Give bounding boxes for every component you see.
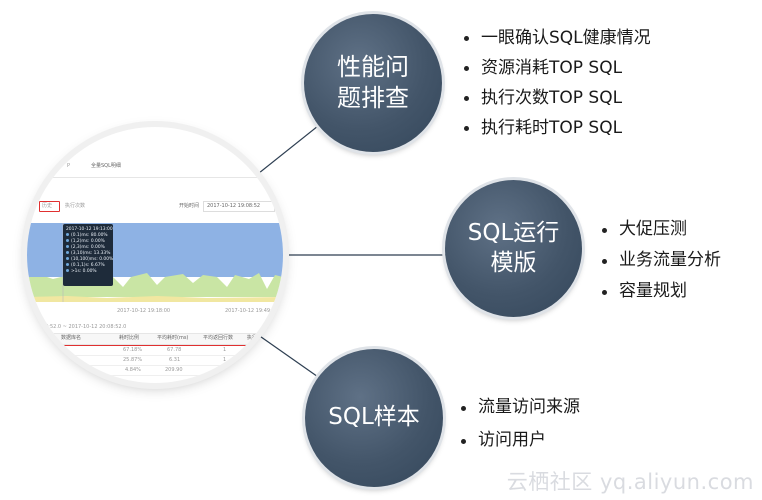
series-dot-icon <box>66 269 69 272</box>
screenshot-tab-label: 全量SQL明细 <box>91 163 121 169</box>
table-row: 67.18% 67.78 1 <box>27 346 283 356</box>
series-dot-icon <box>66 263 69 266</box>
series-dot-icon <box>66 239 69 242</box>
screenshot-x-tick: 2017-10-12 19:18:00 <box>117 308 171 314</box>
tooltip-line: (0.1)ms: 80.00% <box>66 233 110 239</box>
list-item: 访问用户 <box>459 424 580 457</box>
topic-title: SQL运行 模版 <box>468 219 560 279</box>
screenshot-start-time-label: 开始时间 <box>179 203 200 209</box>
table-row: 25.87% 6.31 1 <box>27 356 283 366</box>
table-header-cell: 模板ID <box>29 335 45 341</box>
list-item: 大促压测 <box>600 214 721 245</box>
topic-title-line: 模版 <box>490 249 537 276</box>
screenshot-range-text: 2:19:08:52.0 ~ 2017-10-12 20:08:52.0 <box>29 324 127 330</box>
list-item: 一眼确认SQL健康情况 <box>462 23 651 53</box>
tooltip-line: >1s: 0.00% <box>66 269 110 275</box>
screenshot-table-header: 模板ID 数据库名 耗时比例 平均耗时(ms) 平均返回行数 执行次数 <box>27 333 283 345</box>
table-cell: 4.84% <box>125 367 141 373</box>
series-dot-icon <box>66 233 69 236</box>
magnified-screenshot: P 全量SQL明细 历史 执行次数 开始时间 2017-10-12 19:08:… <box>27 127 283 383</box>
list-item: 容量规划 <box>600 276 721 307</box>
table-cell: 1 <box>223 357 227 363</box>
topic-title-line: 题排查 <box>337 84 409 112</box>
tooltip-line: (0.1,1)s: 6.67% <box>66 263 110 269</box>
series-dot-icon <box>66 257 69 260</box>
table-header-cell: 数据库名 <box>61 335 82 341</box>
screenshot-toolbar-button: 历史 <box>39 201 60 212</box>
table-cell: 67.78 <box>167 347 182 353</box>
topic-title-line: 性能问 <box>337 52 409 81</box>
series-dot-icon <box>66 245 69 248</box>
table-cell: 25.87% <box>123 357 143 363</box>
topic-circle-sql-template: SQL运行 模版 <box>445 180 582 317</box>
screenshot-chart-tooltip: 2017-10-12 19:13:00 (0.1)ms: 80.00% (1,2… <box>63 224 113 286</box>
tooltip-line: (3,10)ms: 13.33% <box>66 251 110 257</box>
series-dot-icon <box>66 251 69 254</box>
table-cell: 1 <box>223 347 227 353</box>
tooltip-line: (10,100)ms: 0.00% <box>66 257 113 263</box>
screenshot-tab-prefix: P <box>67 163 71 169</box>
list-item: 流量访问来源 <box>459 391 580 424</box>
tooltip-line: (1,2)ms: 0.00% <box>66 239 110 245</box>
topic-title-line: SQL样本 <box>328 404 420 431</box>
topic-bullet-list-sql-template: 大促压测 业务流量分析 容量规划 <box>600 214 721 307</box>
screenshot-start-time-field: 2017-10-12 19:08:52 <box>203 201 275 212</box>
chart-band-yellow <box>27 296 283 302</box>
list-item: 执行次数TOP SQL <box>462 83 651 113</box>
table-header-cell: 耗时比例 <box>119 335 140 341</box>
list-item: 资源消耗TOP SQL <box>462 53 651 83</box>
screenshot-toolbar-mid: 执行次数 <box>65 203 86 209</box>
table-cell: 67.18% <box>123 347 143 353</box>
tooltip-line: (2,3)ms: 0.00% <box>66 245 110 251</box>
screenshot-x-tick: 2017-10-12 19:49: <box>225 308 272 314</box>
topic-title-line: SQL运行 <box>467 219 560 246</box>
topic-bullet-list-sql-sample: 流量访问来源 访问用户 <box>459 391 580 457</box>
connector-line-1 <box>253 125 319 178</box>
list-item: 执行耗时TOP SQL <box>462 113 651 143</box>
topic-circle-performance: 性能问 题排查 <box>304 14 442 152</box>
table-cell: 209.90 <box>165 367 183 373</box>
table-header-cell: 平均耗时(ms) <box>157 335 189 341</box>
watermark: 云栖社区 yq.aliyun.com <box>506 470 754 494</box>
table-row: 4.84% 209.90 <box>27 366 283 376</box>
topic-title: 性能问 题排查 <box>337 52 409 114</box>
table-header-cell: 平均返回行数 <box>203 335 234 341</box>
topic-title: SQL样本 <box>328 403 420 433</box>
topic-circle-sql-sample: SQL样本 <box>305 349 443 487</box>
table-header-cell: 执行次数 <box>247 335 268 341</box>
tooltip-line: 2017-10-12 19:13:00 <box>66 227 113 232</box>
list-item: 业务流量分析 <box>600 245 721 276</box>
screenshot-table-highlight <box>27 345 257 346</box>
screenshot-start-time-value: 2017-10-12 19:08:52 <box>207 203 261 209</box>
screenshot-toolbar-left: 历史 <box>42 203 53 209</box>
table-cell: 6.31 <box>169 357 181 363</box>
screenshot-tab-divider <box>27 177 283 178</box>
topic-bullet-list-performance: 一眼确认SQL健康情况 资源消耗TOP SQL 执行次数TOP SQL 执行耗时… <box>462 23 651 143</box>
